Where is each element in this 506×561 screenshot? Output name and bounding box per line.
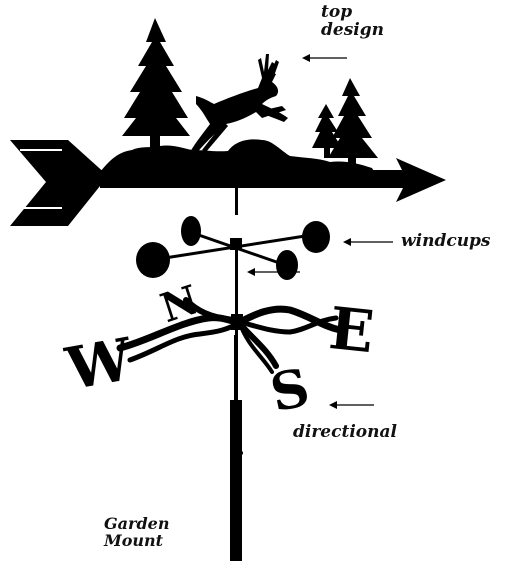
pointer-arrow-directional bbox=[329, 401, 374, 409]
top-design-silhouette bbox=[100, 18, 378, 178]
pointer-arrow-windcups bbox=[343, 238, 393, 246]
compass-letter-west: W bbox=[60, 325, 138, 404]
compass-letters: N W E S bbox=[60, 276, 377, 424]
label-top-design-line-2: design bbox=[321, 22, 384, 40]
directional-scrollwork bbox=[120, 300, 340, 372]
label-directional: directional bbox=[293, 424, 397, 442]
label-garden-mount: Garden Mount bbox=[104, 516, 169, 550]
label-windcups: windcups bbox=[401, 233, 491, 251]
compass-letter-east: E bbox=[326, 294, 377, 366]
label-garden-mount-line-2: Mount bbox=[104, 533, 169, 550]
compass-letter-south: S bbox=[265, 357, 314, 424]
pointer-arrow-top-design bbox=[302, 54, 347, 62]
label-top-design: top design bbox=[321, 4, 384, 40]
